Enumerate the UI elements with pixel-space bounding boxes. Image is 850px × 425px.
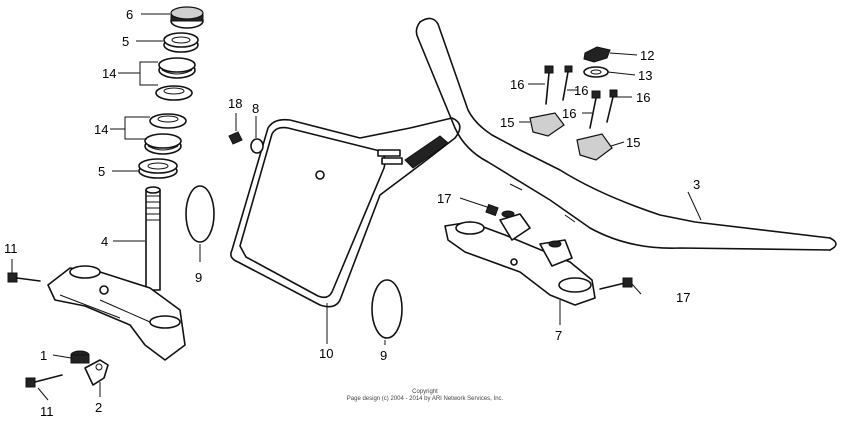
- callout-14: 14: [94, 122, 108, 137]
- part-7-upper-bracket: [444, 210, 596, 306]
- part-9-band-right: [371, 279, 403, 339]
- part-13-washer: [583, 66, 609, 78]
- callout-8: 8: [252, 101, 259, 116]
- callout-16: 16: [636, 90, 650, 105]
- callout-3: 3: [693, 177, 700, 192]
- callout-11: 11: [40, 404, 54, 419]
- callout-9: 9: [195, 270, 202, 285]
- part-17-bolt-right: [599, 277, 633, 290]
- callout-16: 16: [510, 77, 524, 92]
- callout-17: 17: [437, 191, 451, 206]
- part-3-handlebar: [415, 17, 837, 251]
- leader-lines: [11, 13, 702, 401]
- callout-1: 1: [40, 348, 47, 363]
- callout-18: 18: [228, 96, 242, 111]
- callout-7: 7: [555, 328, 562, 343]
- part-9-band-left: [185, 185, 215, 243]
- part-8-washer: [250, 138, 264, 154]
- part-14-upper-bearing: [155, 57, 196, 101]
- part-18-bolt: [228, 131, 243, 145]
- copyright-title: Copyright: [412, 389, 438, 395]
- part-15-holder-right: [576, 133, 613, 161]
- part-17-bolt-upper: [485, 203, 499, 217]
- part-1-cap: [70, 350, 90, 364]
- callout-labels: 6 5 14 14 5 4 11 1 2 11 9 9 10 18 8 7 3 …: [4, 7, 700, 419]
- callout-9: 9: [380, 348, 387, 363]
- lower-fork-bracket: [47, 265, 186, 361]
- part-6-stem-nut: [170, 6, 204, 29]
- part-4-steering-stem: [145, 186, 161, 291]
- callout-15: 15: [500, 115, 514, 130]
- callout-6: 6: [126, 7, 133, 22]
- part-11-bolt-lower: [25, 374, 63, 388]
- part-5-upper-race: [163, 32, 199, 53]
- part-11-bolt-upper: [7, 272, 41, 283]
- callout-13: 13: [638, 68, 652, 83]
- callout-2: 2: [95, 400, 102, 415]
- callout-17: 17: [676, 290, 690, 305]
- part-5-lower-race: [138, 158, 178, 179]
- part-15-holder-left: [529, 112, 565, 137]
- callout-16: 16: [562, 106, 576, 121]
- part-12-nut: [583, 46, 611, 63]
- callout-14: 14: [102, 66, 116, 81]
- callout-16: 16: [574, 83, 588, 98]
- part-14-lower-bearing: [144, 113, 187, 155]
- part-16-bolts: [544, 65, 618, 129]
- callout-11: 11: [4, 241, 18, 256]
- callout-10: 10: [319, 346, 333, 361]
- part-10-number-plate: [230, 117, 461, 308]
- callout-15: 15: [626, 135, 640, 150]
- callout-5: 5: [122, 34, 129, 49]
- callout-5: 5: [98, 164, 105, 179]
- part-2-clamp: [84, 359, 109, 386]
- callout-4: 4: [101, 234, 108, 249]
- callout-12: 12: [640, 48, 654, 63]
- copyright-notice: Page design (c) 2004 - 2014 by ARI Netwo…: [346, 396, 504, 402]
